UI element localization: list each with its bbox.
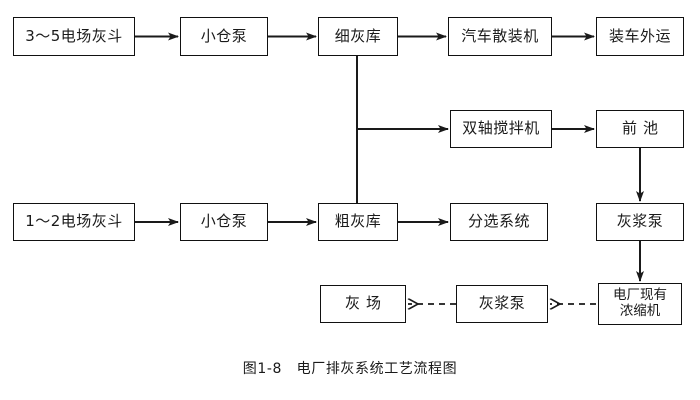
node-small-silo-pump-top[interactable]: 小仓泵: [180, 17, 268, 56]
node-fine-ash-silo[interactable]: 细灰库: [318, 17, 398, 56]
node-coarse-ash-silo[interactable]: 粗灰库: [318, 203, 398, 241]
node-truck-transport-out[interactable]: 装车外运: [596, 17, 684, 56]
node-esp12-hopper[interactable]: 1～2电场灰斗: [13, 203, 135, 241]
node-front-pool[interactable]: 前池: [596, 110, 684, 148]
node-slurry-pump-right[interactable]: 灰浆泵: [596, 203, 684, 241]
node-ash-yard[interactable]: 灰场: [320, 285, 406, 323]
node-sorting-system[interactable]: 分选系统: [450, 203, 548, 241]
node-esp35-hopper[interactable]: 3～5电场灰斗: [13, 17, 135, 56]
node-truck-bulk-loader[interactable]: 汽车散装机: [448, 17, 552, 56]
figure-caption: 图1-8 电厂排灰系统工艺流程图: [242, 361, 458, 377]
node-small-silo-pump-bottom[interactable]: 小仓泵: [180, 203, 268, 241]
node-slurry-pump-bottom[interactable]: 灰浆泵: [456, 285, 548, 323]
node-twin-shaft-mixer[interactable]: 双轴搅拌机: [450, 110, 552, 148]
node-existing-plant-thickener[interactable]: 电厂现有 浓缩机: [598, 283, 682, 325]
